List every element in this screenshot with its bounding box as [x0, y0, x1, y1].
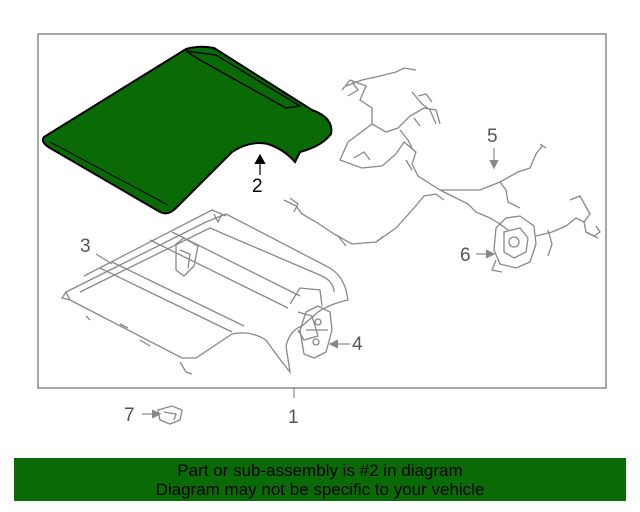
leader-lines-grey — [95, 148, 499, 419]
callout-2: 2 — [252, 176, 263, 197]
part-5-wiring-harness[interactable] — [339, 67, 547, 231]
part-7-clip[interactable] — [157, 405, 183, 425]
parts-diagram: 2 3 4 5 6 7 1 — [37, 33, 607, 428]
callout-4: 4 — [352, 334, 363, 355]
callout-6: 6 — [460, 245, 471, 266]
leader-lines — [254, 153, 266, 175]
banner-line-2: Diagram may not be specific to your vehi… — [155, 480, 485, 499]
part-3-top-frame[interactable] — [60, 209, 349, 375]
info-banner: Part or sub-assembly is #2 in diagram Di… — [14, 458, 626, 501]
callout-5: 5 — [487, 126, 498, 147]
part-2-top-cover[interactable] — [41, 45, 333, 215]
callout-3: 3 — [80, 236, 91, 257]
diagram-frame — [37, 33, 607, 389]
part-4-bracket[interactable] — [299, 305, 333, 359]
callout-1: 1 — [288, 407, 299, 428]
callout-7: 7 — [124, 405, 135, 426]
part-6-motor-unit[interactable] — [491, 195, 601, 273]
banner-line-1: Part or sub-assembly is #2 in diagram — [177, 461, 463, 480]
wiring-harness-lower[interactable] — [283, 193, 445, 247]
